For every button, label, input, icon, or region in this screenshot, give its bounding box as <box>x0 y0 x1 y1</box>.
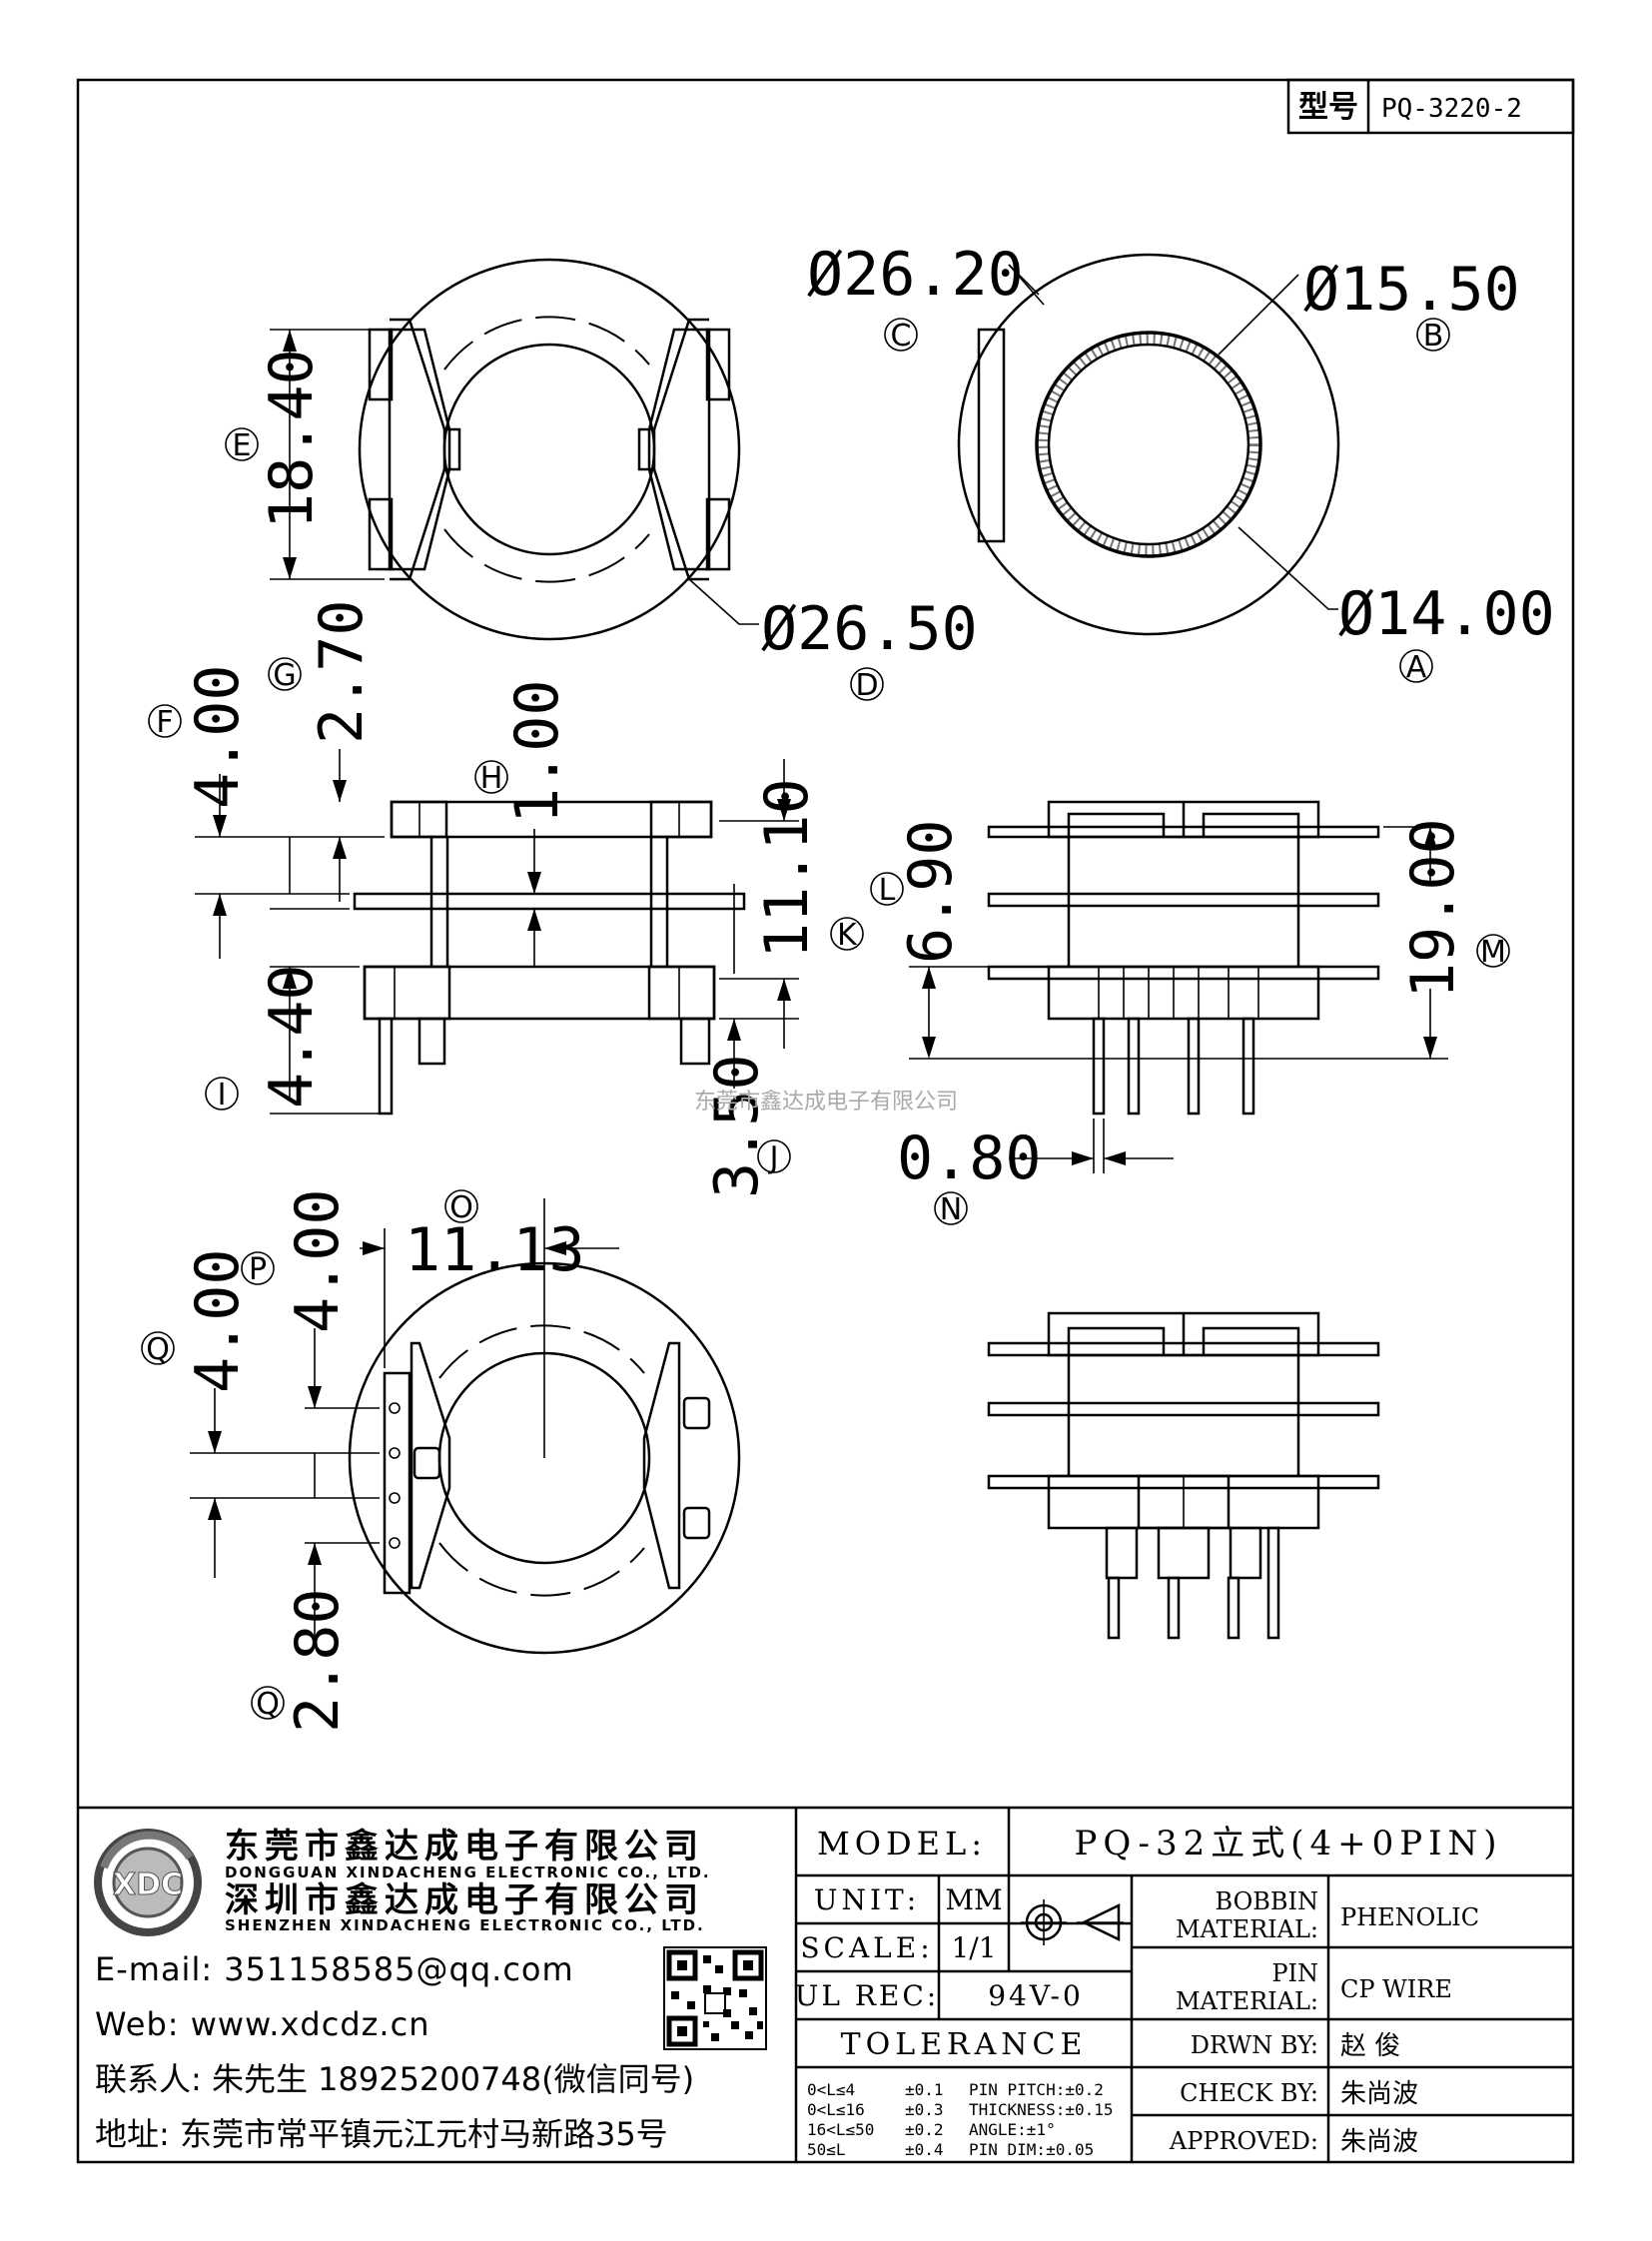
bobbin-label-1: BOBBIN <box>1215 1887 1318 1915</box>
pin-label-1: PIN <box>1271 1959 1318 1987</box>
tol-thickness: THICKNESS:±0.15 <box>969 2100 1114 2119</box>
projection-symbol-icon <box>1021 1899 1124 1945</box>
dim-1-00: 1.00 <box>502 680 572 825</box>
tol-value-3: ±0.2 <box>905 2120 944 2139</box>
tol-pin-dim: PIN DIM:±0.05 <box>969 2140 1094 2159</box>
label-b: B <box>1423 319 1444 354</box>
dim-11-13: 11.13 <box>405 1215 585 1285</box>
company-name-1-en: DONGGUAN XINDACHENG ELECTRONIC CO., LTD. <box>225 1864 711 1881</box>
label-e: E <box>233 428 252 463</box>
dim-d26-50: Ø26.50 <box>761 594 978 664</box>
watermark: 东莞市鑫达成电子有限公司 <box>694 1090 958 1115</box>
top-view-left <box>270 258 759 641</box>
company-block: XDC 东莞市鑫达成电子有限公司 DONGGUAN XINDACHENG ELE… <box>94 1827 767 2153</box>
tol-pin-pitch: PIN PITCH:±0.2 <box>969 2080 1104 2099</box>
unit-label: UNIT: <box>814 1883 920 1916</box>
tol-range-3: 16<L≤50 <box>807 2120 874 2139</box>
label-i: I <box>218 1078 227 1113</box>
pin-value: CP WIRE <box>1340 1975 1452 2003</box>
label-p: P <box>249 1252 267 1287</box>
side-view-left <box>195 749 799 1116</box>
ul-value: 94V-0 <box>988 1979 1084 2012</box>
label-c: C <box>891 319 912 354</box>
qr-code-icon <box>663 1946 767 2050</box>
company-web: Web: www.xdcdz.cn <box>95 2005 429 2043</box>
company-name-2: 深圳市鑫达成电子有限公司 <box>225 1880 704 1920</box>
tol-range-2: 0<L≤16 <box>807 2100 865 2119</box>
model-value: PQ-32立式(4+0PIN) <box>1074 1824 1502 1864</box>
tol-value-1: ±0.1 <box>905 2080 944 2099</box>
dim-4-00-q: 4.00 <box>183 1249 253 1394</box>
dim-2-80: 2.80 <box>283 1589 353 1734</box>
label-o: O <box>449 1190 473 1225</box>
tolerance-label: TOLERANCE <box>841 2027 1088 2062</box>
logo-text: XDC <box>113 1868 183 1902</box>
label-g: G <box>273 658 296 693</box>
scale-label: SCALE: <box>800 1931 933 1964</box>
view-labels: A B C D E F G H I J K L M N O P Q Q <box>141 318 1510 1722</box>
dim-d26-20: Ø26.20 <box>807 240 1024 310</box>
dim-2-70: 2.70 <box>307 600 377 745</box>
type-value: PQ-3220-2 <box>1381 94 1522 124</box>
approved-label: APPROVED: <box>1169 2127 1318 2155</box>
label-h: H <box>480 761 503 796</box>
sheet-border <box>76 78 1575 2164</box>
tol-range-4: 50≤L <box>807 2140 846 2159</box>
label-a: A <box>1406 650 1427 685</box>
drwn-value: 赵 俊 <box>1340 2031 1400 2061</box>
company-name-2-en: SHENZHEN XINDACHENG ELECTRONIC CO., LTD. <box>225 1916 705 1934</box>
tol-value-4: ±0.4 <box>905 2140 944 2159</box>
dim-d15-50: Ø15.50 <box>1303 255 1520 325</box>
pin-label-2: MATERIAL: <box>1176 1987 1318 2015</box>
model-label: MODEL: <box>817 1825 987 1863</box>
dim-4-40: 4.40 <box>257 965 327 1110</box>
dim-18-40: 18.40 <box>257 349 327 529</box>
company-email: E-mail: 351158585@qq.com <box>95 1950 574 1988</box>
tol-value-2: ±0.3 <box>905 2100 944 2119</box>
type-label: 型号 <box>1298 90 1358 125</box>
type-box: 型号 PQ-3220-2 <box>1286 78 1575 135</box>
ul-label: UL REC: <box>795 1979 939 2012</box>
company-address: 地址: 东莞市常平镇元江元村马新路35号 <box>95 2115 668 2153</box>
dim-11-10: 11.10 <box>752 778 822 959</box>
dim-4-00-p: 4.00 <box>283 1189 353 1334</box>
side-view-right <box>909 800 1448 1173</box>
label-d: D <box>855 668 878 703</box>
label-k: K <box>837 918 858 953</box>
check-label: CHECK BY: <box>1180 2079 1318 2107</box>
bobbin-label-2: MATERIAL: <box>1176 1915 1318 1943</box>
label-q2: Q <box>256 1687 280 1722</box>
approved-value: 朱尚波 <box>1340 2127 1418 2157</box>
label-n: N <box>940 1192 962 1227</box>
dim-0-80: 0.80 <box>897 1123 1042 1193</box>
check-value: 朱尚波 <box>1340 2079 1418 2109</box>
scale-value: 1/1 <box>951 1931 996 1964</box>
drwn-label: DRWN BY: <box>1191 2031 1318 2059</box>
dim-4-00-f: 4.00 <box>183 665 253 810</box>
company-name-1: 东莞市鑫达成电子有限公司 <box>225 1827 704 1867</box>
company-contact: 联系人: 朱先生 18925200748(微信同号) <box>95 2060 694 2098</box>
tol-angle: ANGLE:±1° <box>969 2120 1056 2139</box>
dim-6-90: 6.90 <box>896 820 966 965</box>
tol-range-1: 0<L≤4 <box>807 2080 855 2099</box>
dim-19-00: 19.00 <box>1398 818 1468 999</box>
label-f: F <box>156 705 173 740</box>
dim-d14-00: Ø14.00 <box>1338 579 1555 649</box>
bobbin-value: PHENOLIC <box>1340 1903 1479 1931</box>
company-logo: XDC <box>94 1829 202 1936</box>
dim-3-50: 3.50 <box>702 1055 772 1199</box>
side-view-bottom-right <box>987 1311 1380 1640</box>
label-q1: Q <box>146 1332 170 1367</box>
bottom-view-left <box>190 1198 741 1655</box>
top-view-right <box>957 253 1340 636</box>
label-m: M <box>1480 935 1506 970</box>
title-block: MODEL: PQ-32立式(4+0PIN) UNIT: MM SCALE: 1… <box>78 1806 1573 2162</box>
unit-value: MM <box>945 1883 1002 1916</box>
label-l: L <box>879 873 896 908</box>
label-j: J <box>768 1140 779 1175</box>
